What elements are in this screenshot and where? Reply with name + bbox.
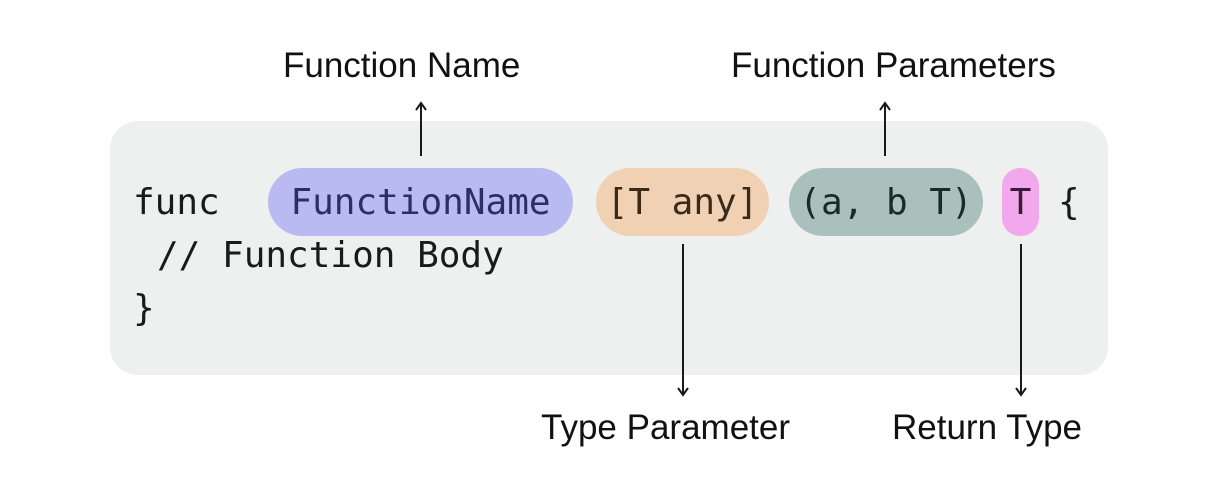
- label-function-name: Function Name: [283, 46, 521, 85]
- type-parameter-highlight: [T any]: [596, 168, 769, 236]
- code-open-brace: {: [1058, 182, 1080, 223]
- label-return-type: Return Type: [892, 408, 1083, 447]
- code-keyword-func: func: [133, 182, 220, 223]
- return-type-highlight: T: [1002, 168, 1039, 236]
- function-parameters-highlight: (a, b T): [789, 168, 983, 236]
- function-name-highlight: FunctionName: [268, 168, 573, 236]
- code-close-brace: }: [133, 288, 155, 329]
- label-function-parameters: Function Parameters: [731, 46, 1056, 85]
- code-block: [110, 121, 1108, 375]
- label-type-parameter: Type Parameter: [541, 408, 790, 447]
- code-body-comment: // Function Body: [157, 235, 504, 276]
